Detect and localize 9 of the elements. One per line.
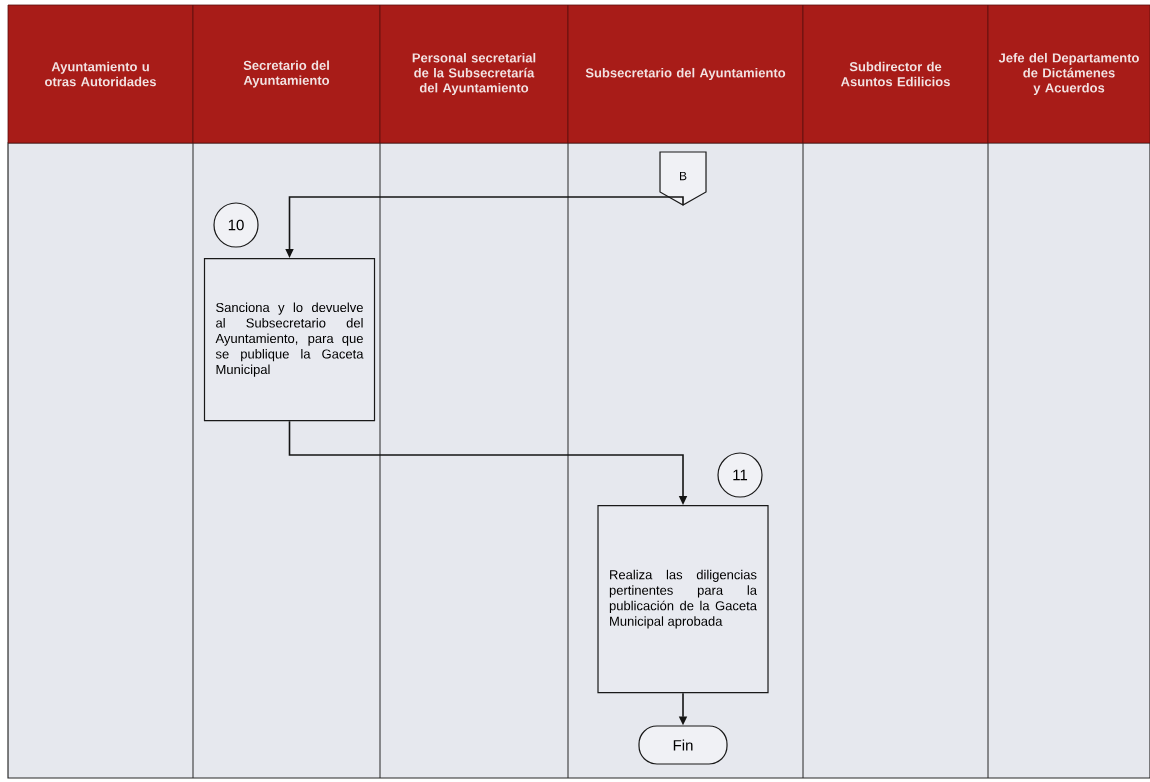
process-box: Sanciona y lo devuelve al Subsecretario del Ayuntamiento, para que se publique la Gaceta Municipal	[203, 258, 376, 422]
lane-header: Subsecretario del Ayuntamiento	[567, 4, 804, 144]
terminator: Fin	[638, 725, 728, 765]
process-box: Realiza las diligencias pertinentes para la publicación de la Gaceta Municipal aprobada	[597, 505, 769, 694]
lane-header: Subdirector de Asuntos Edilicios	[802, 4, 989, 144]
lane-header: Ayuntamiento u otras Autoridades	[7, 4, 194, 144]
lane-header: Personal secretarial de la Subsecretaría del Ayuntamiento	[379, 4, 569, 144]
lane-header: Secretario del Ayuntamiento	[192, 4, 381, 144]
lane-header: Jefe del Departamento de Dictámenes y Acuerdos	[987, 4, 1150, 144]
